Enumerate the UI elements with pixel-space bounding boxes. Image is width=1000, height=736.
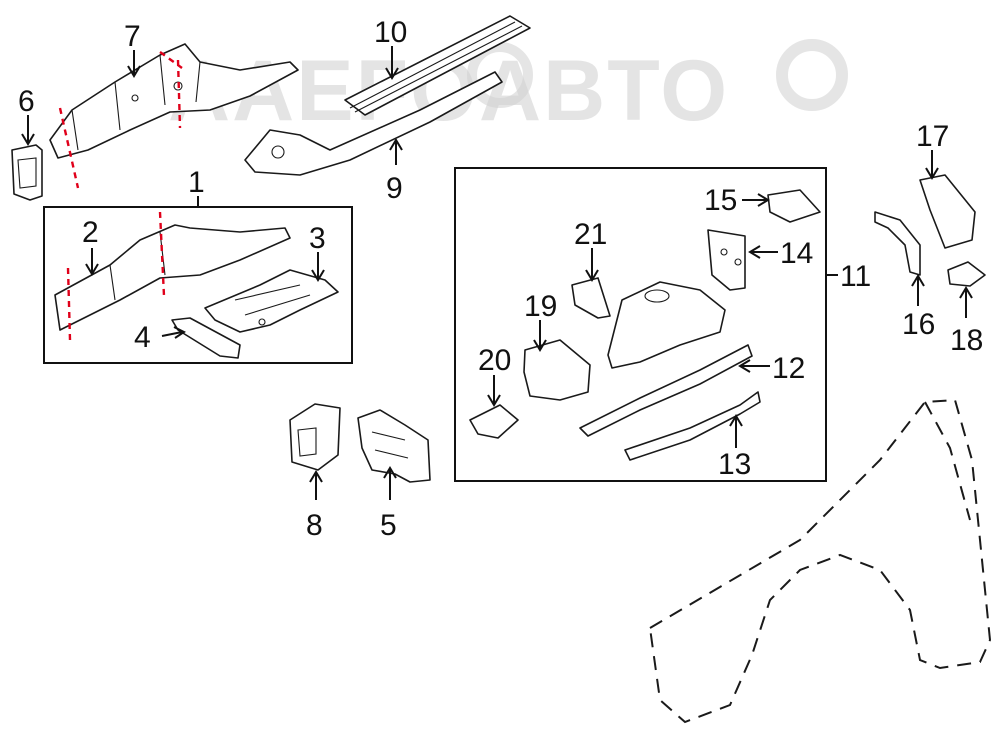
callout-14: 14 xyxy=(780,237,813,270)
part-13-rail xyxy=(624,391,761,461)
watermark-gear-icon xyxy=(467,42,533,108)
leader-lines xyxy=(21,46,973,500)
cut-line-7a xyxy=(58,107,80,189)
callout-2: 2 xyxy=(82,216,99,249)
callout-18: 18 xyxy=(950,324,983,357)
cut-line-2a xyxy=(66,267,72,341)
part-18-plate xyxy=(947,261,986,287)
cut-line-7c xyxy=(176,59,182,129)
callout-11: 11 xyxy=(840,260,871,293)
part-2-rail xyxy=(54,211,291,341)
callout-17: 17 xyxy=(916,120,949,153)
callout-15: 15 xyxy=(704,184,737,217)
callout-labels: 1 2 3 4 5 6 7 8 9 10 11 12 13 14 15 16 1… xyxy=(18,16,983,542)
callout-7: 7 xyxy=(124,20,141,53)
callout-21: 21 xyxy=(574,218,607,251)
part-6-bracket xyxy=(11,144,43,201)
part-14-plate xyxy=(707,229,746,291)
watermark-logo: AAEFOABTO xyxy=(168,39,848,139)
group-box-11 xyxy=(454,167,827,482)
callout-5: 5 xyxy=(380,509,397,542)
callout-3: 3 xyxy=(309,222,326,255)
part-19-bracket xyxy=(523,339,591,401)
cut-line-2b xyxy=(158,211,166,297)
part-strut-tower xyxy=(607,281,726,369)
part-20-bracket xyxy=(469,404,519,439)
callout-20: 20 xyxy=(478,344,511,377)
part-8-support xyxy=(289,403,341,471)
callout-6: 6 xyxy=(18,85,35,118)
callout-9: 9 xyxy=(386,172,403,205)
part-10-reinforcement xyxy=(344,15,531,116)
part-12-rail xyxy=(579,344,753,437)
callout-19: 19 xyxy=(524,290,557,323)
callout-12: 12 xyxy=(772,352,805,385)
part-9-member xyxy=(244,71,503,176)
part-21-gusset xyxy=(571,277,611,319)
callout-1: 1 xyxy=(188,166,205,199)
part-5-mount xyxy=(357,409,431,483)
callout-8: 8 xyxy=(306,509,323,542)
part-3-apron xyxy=(204,269,339,333)
callout-4: 4 xyxy=(134,321,151,354)
callout-13: 13 xyxy=(718,448,751,481)
callout-16: 16 xyxy=(902,308,935,341)
fender-outline xyxy=(648,398,992,724)
part-17-bracket xyxy=(919,174,976,249)
watermark-ring-icon xyxy=(776,39,848,111)
part-15-bracket xyxy=(767,189,821,223)
callout-10: 10 xyxy=(374,16,407,49)
part-16-arch xyxy=(874,211,921,276)
